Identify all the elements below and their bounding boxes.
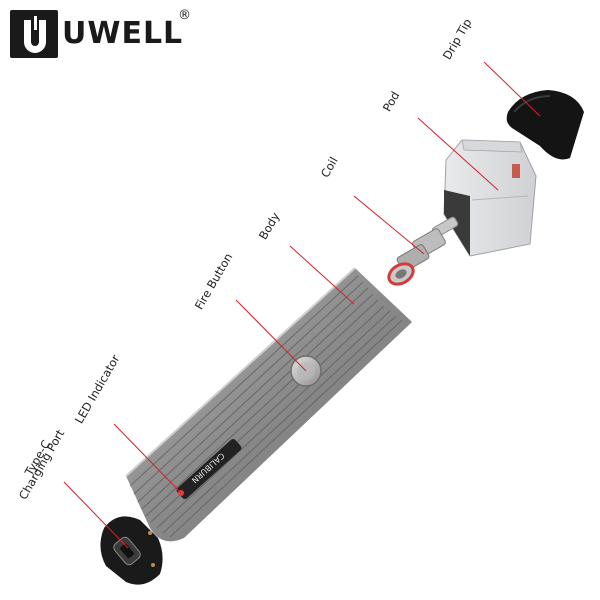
coil xyxy=(387,216,459,286)
pod xyxy=(443,139,537,257)
bottom-cap xyxy=(100,516,163,585)
drip-tip xyxy=(506,90,584,160)
device-body xyxy=(125,267,412,542)
uwell-logo: UWELL xyxy=(10,10,183,58)
leader-lines xyxy=(63,61,541,549)
registered-mark: ® xyxy=(178,8,191,23)
logo-wordmark: UWELL xyxy=(62,16,184,51)
logo-mark xyxy=(10,10,58,58)
